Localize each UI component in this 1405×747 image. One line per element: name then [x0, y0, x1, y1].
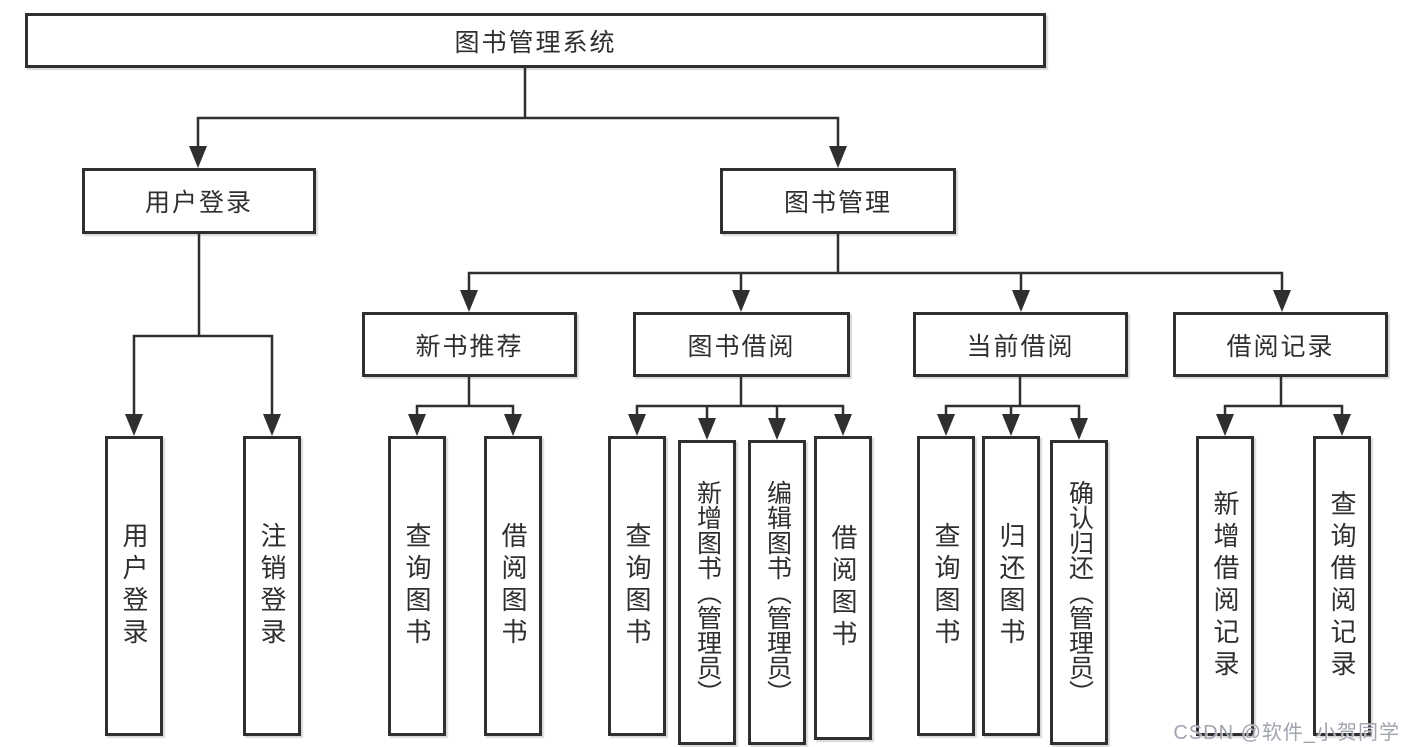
node-label: 图书管理系统 — [454, 28, 617, 57]
leaf-label: 注销登录 — [257, 522, 287, 650]
node-label: 用户登录 — [144, 189, 253, 217]
csdn-watermark: CSDN @软件_小贺同学 — [1173, 722, 1400, 744]
leaf-label: 编辑图书（管理员） — [763, 480, 792, 705]
node-label: 图书借阅 — [687, 332, 796, 361]
leaf-label: 借阅图书 — [828, 524, 858, 652]
leaf-borrowing-borrow-books: 借阅图书 — [814, 436, 872, 740]
node-label: 图书管理 — [783, 189, 892, 217]
leaf-user-login: 用户登录 — [105, 436, 163, 736]
node-book-management: 图书管理 — [720, 168, 956, 234]
tree-edges — [132, 66, 1344, 422]
leaf-newbook-query-books: 查询图书 — [388, 436, 446, 736]
leaf-label: 归还图书 — [996, 522, 1026, 650]
node-label: 新书推荐 — [415, 332, 524, 361]
leaf-records-add-record: 新增借阅记录 — [1196, 436, 1254, 736]
arrowheads — [125, 146, 1351, 440]
leaf-label: 查询图书 — [402, 522, 432, 650]
leaf-borrowing-add-books-admin: 新增图书（管理员） — [678, 440, 736, 745]
leaf-label: 新增借阅记录 — [1210, 490, 1240, 682]
leaf-label: 新增图书（管理员） — [693, 480, 722, 705]
node-label: 借阅记录 — [1226, 332, 1335, 361]
leaf-label: 确认归还（管理员） — [1065, 480, 1094, 705]
leaf-records-query-record: 查询借阅记录 — [1313, 436, 1371, 736]
leaf-label: 查询图书 — [931, 522, 961, 650]
node-book-borrowing: 图书借阅 — [633, 312, 850, 377]
leaf-newbook-borrow-books: 借阅图书 — [484, 436, 542, 736]
node-borrowing-records: 借阅记录 — [1173, 312, 1388, 377]
leaf-logout: 注销登录 — [243, 436, 301, 736]
leaf-label: 用户登录 — [119, 522, 149, 650]
node-current-borrowing: 当前借阅 — [913, 312, 1128, 377]
leaf-current-query-books: 查询图书 — [917, 436, 975, 736]
leaf-label: 查询图书 — [622, 522, 652, 650]
node-label: 当前借阅 — [966, 332, 1075, 361]
leaf-label: 借阅图书 — [498, 522, 528, 650]
leaf-borrowing-edit-books-admin: 编辑图书（管理员） — [748, 440, 806, 745]
node-user-login: 用户登录 — [82, 168, 316, 234]
leaf-current-return-books: 归还图书 — [982, 436, 1040, 736]
node-root-library-system: 图书管理系统 — [25, 13, 1046, 68]
leaf-current-confirm-return-admin: 确认归还（管理员） — [1050, 440, 1108, 745]
node-new-book-recommendation: 新书推荐 — [362, 312, 577, 377]
leaf-borrowing-query-books: 查询图书 — [608, 436, 666, 736]
leaf-label: 查询借阅记录 — [1327, 490, 1357, 682]
